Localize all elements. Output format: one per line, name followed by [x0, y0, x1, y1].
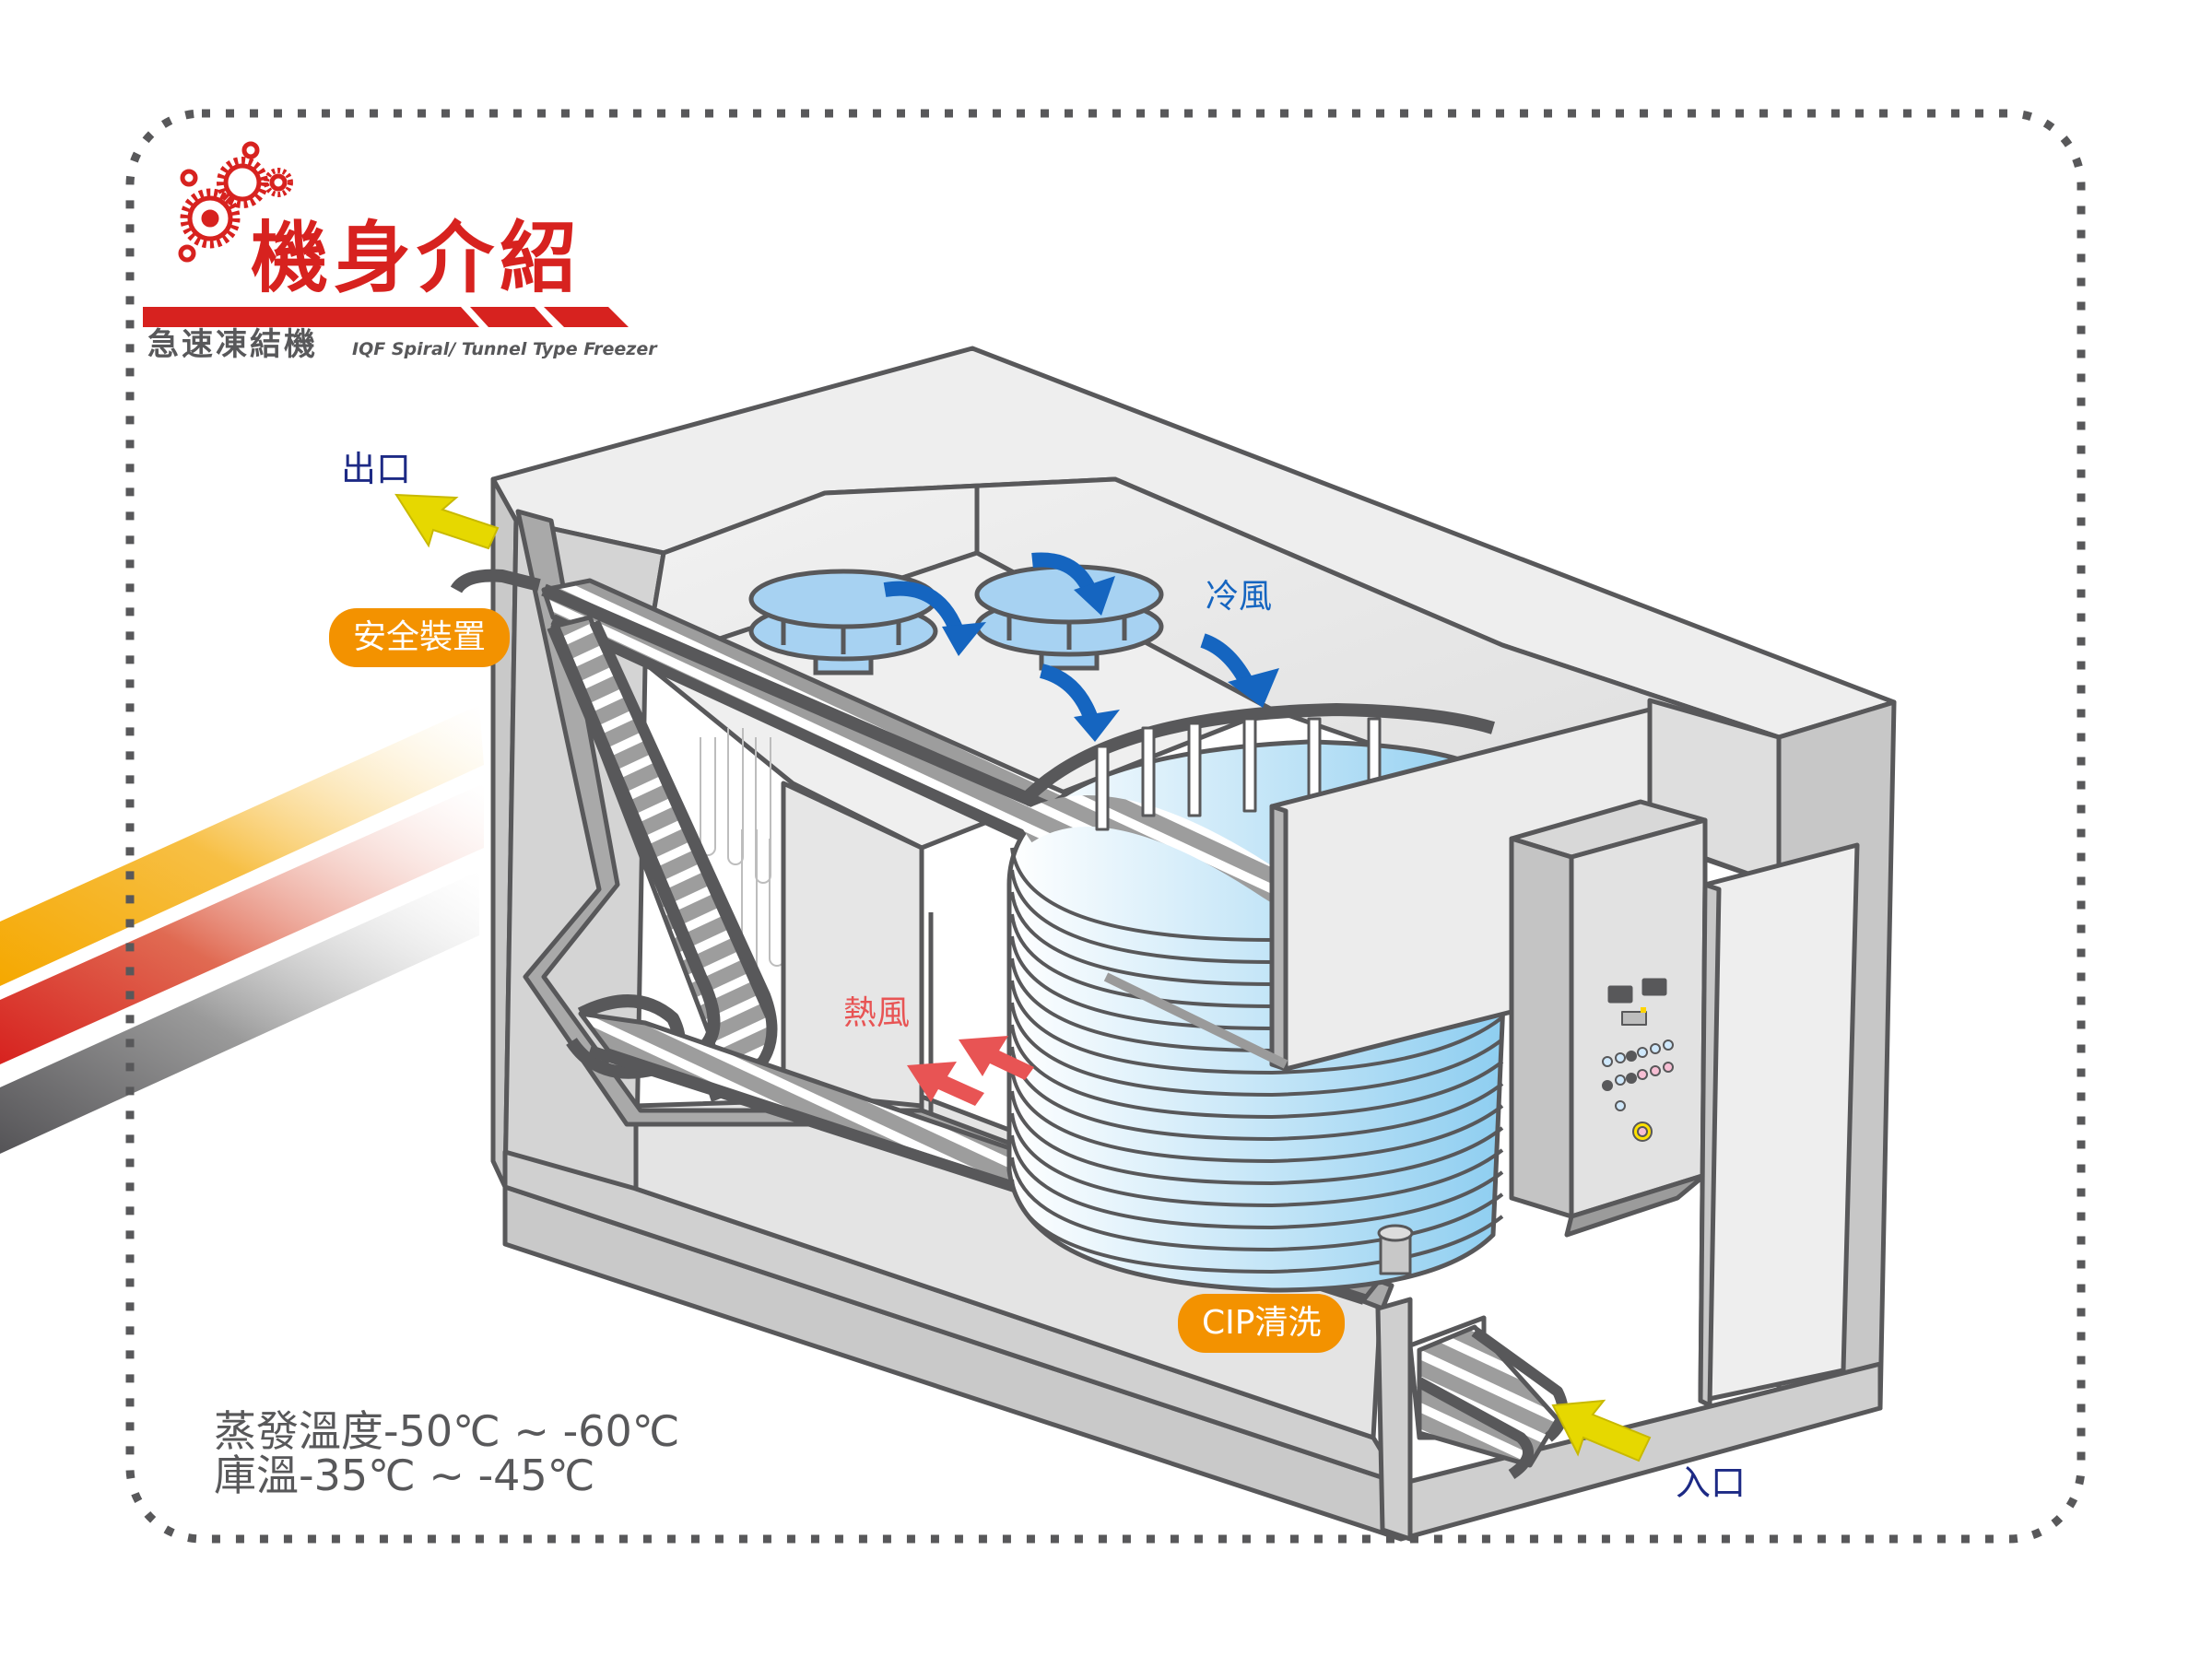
stripe-orange	[0, 705, 484, 986]
hot-air-arrows	[907, 1036, 1034, 1106]
cip-cleaning-badge: CIP清洗	[1178, 1294, 1346, 1353]
cip-drain-cap	[1377, 1224, 1414, 1275]
arrow-up-left-icon	[907, 1062, 984, 1106]
subtitle-zh: 急速凍結機	[147, 326, 318, 363]
room-temp-spec: 庫溫-35℃ ~ -45℃	[214, 1450, 595, 1500]
drum-ring	[1010, 980, 1504, 1075]
drum-ring	[1010, 1090, 1504, 1185]
right-door	[1698, 842, 1860, 1403]
drum-ring	[1010, 1002, 1504, 1097]
speed-stripes	[0, 705, 484, 1154]
conveyor-entry	[1417, 1324, 1560, 1468]
fan-left	[748, 569, 938, 675]
cold-air-label: 冷風	[1206, 578, 1273, 616]
drum-ring	[1010, 1112, 1504, 1207]
subtitle-en: IQF Spiral/ Tunnel Type Freezer	[352, 339, 657, 359]
entry-label: 入口	[1676, 1462, 1747, 1503]
gears-icon	[178, 141, 293, 263]
curved-arrow-icon	[1039, 664, 1100, 724]
evaporation-temp-spec: 蒸發溫度-50℃ ~ -60℃	[214, 1406, 680, 1456]
freezer-machine	[450, 346, 1897, 1542]
stripe-gray	[0, 871, 479, 1154]
hot-air-label: 熱風	[843, 994, 911, 1032]
arrow-up-left-icon	[959, 1036, 1034, 1080]
safety-device-badge: 安全裝置	[329, 608, 511, 667]
evaporator-fans	[748, 564, 1164, 675]
curved-arrow-icon	[883, 581, 966, 639]
stripe-red	[0, 783, 484, 1064]
cold-air-arrows	[883, 552, 1279, 742]
arrow-up-left-icon	[1551, 1399, 1652, 1462]
fan-right	[974, 564, 1164, 671]
drum-ring	[1010, 1024, 1504, 1119]
left-frame-bar	[515, 509, 1394, 1311]
exit-arrow	[394, 493, 500, 550]
drum-ring	[1010, 1046, 1504, 1141]
drum-ring	[1010, 1157, 1504, 1251]
drum-posts	[1095, 717, 1382, 831]
drum-ring	[1010, 1134, 1504, 1229]
exit-label: 出口	[341, 449, 412, 489]
arrow-up-left-icon	[394, 493, 500, 550]
title-bar	[143, 307, 629, 327]
entry-arrow	[1551, 1399, 1652, 1462]
control-panel	[1509, 799, 1708, 1238]
page-title: 機身介紹	[251, 213, 583, 303]
dashed-frame	[125, 109, 2086, 1544]
drum-ring	[1010, 1179, 1504, 1274]
drum-ring	[1010, 1068, 1504, 1163]
